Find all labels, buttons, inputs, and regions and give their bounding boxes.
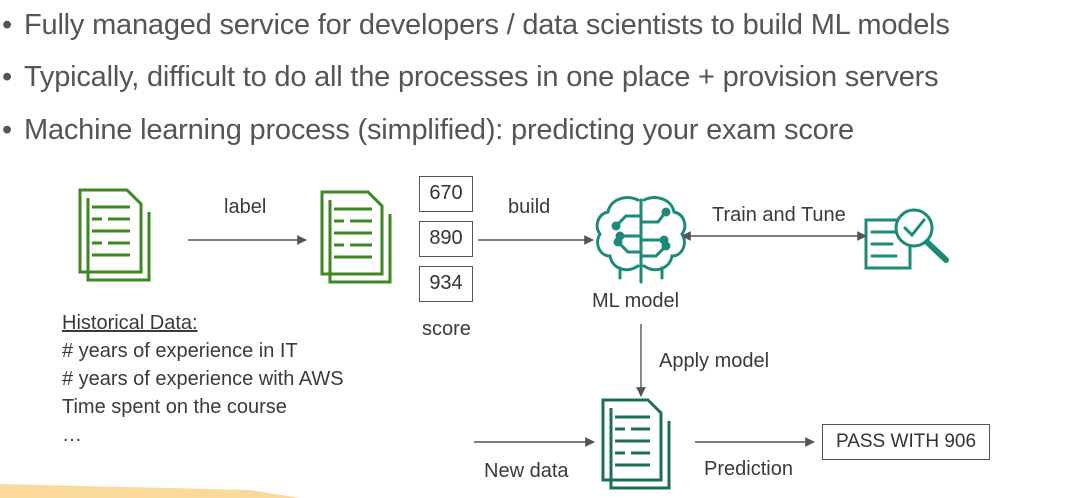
accent-stripe (0, 484, 300, 498)
score-box-1: 670 (419, 176, 473, 212)
score-label: score (422, 318, 471, 340)
historical-item: # years of experience with AWS (62, 368, 344, 390)
bullet-2: •Typically, difficult to do all the proc… (2, 61, 939, 93)
score-box-2: 890 (419, 221, 473, 257)
historical-item: # years of experience in IT (62, 340, 298, 362)
build-arrow-text: build (508, 196, 551, 218)
prediction-result-box: PASS WITH 906 (822, 424, 990, 460)
historical-data-document-icon (78, 188, 151, 282)
bullet-1: •Fully managed service for developers / … (2, 9, 950, 41)
ml-model-text: ML model (592, 290, 680, 312)
score-box-3: 934 (419, 266, 473, 302)
prediction-text: Prediction (704, 458, 793, 480)
bullet-dot: • (2, 114, 12, 146)
historical-data-title: Historical Data: (62, 312, 198, 334)
ml-model-brain-icon (595, 196, 687, 284)
label-arrow-text: label (224, 196, 267, 218)
bullet-3: •Machine learning process (simplified): … (2, 114, 854, 146)
train-tune-text: Train and Tune (712, 204, 846, 226)
bullet-dot: • (2, 61, 12, 93)
bullet-dot: • (2, 9, 12, 41)
new-data-document-icon (601, 398, 671, 490)
train-tune-evaluate-icon (864, 208, 949, 270)
historical-item: Time spent on the course (62, 396, 287, 418)
historical-data-list: Historical Data: # years of experience i… (62, 309, 344, 449)
historical-item: … (62, 424, 82, 446)
labeled-data-document-icon (320, 190, 392, 284)
new-data-text: New data (484, 460, 569, 482)
apply-model-text: Apply model (659, 350, 770, 372)
